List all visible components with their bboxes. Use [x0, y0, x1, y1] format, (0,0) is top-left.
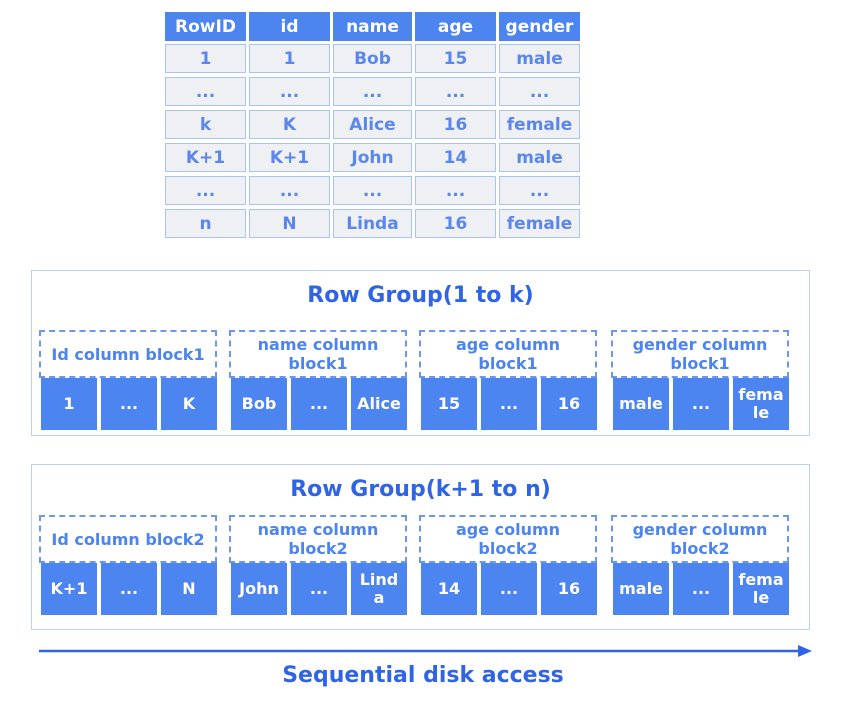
table-cell: 14: [415, 143, 496, 172]
column-block-cells: 1 ... K: [41, 378, 217, 430]
column-block-label: Id column block1: [39, 330, 217, 378]
column-block-age: age column block2 14 ... 16: [419, 515, 597, 615]
column-block-label: name column block2: [229, 515, 407, 563]
table-cell: ...: [415, 77, 496, 106]
column-block-name: name column block2 John ... Linda: [229, 515, 407, 615]
table-cell: Alice: [333, 110, 412, 139]
value-cell: ...: [481, 563, 537, 615]
row-group-title: Row Group(1 to k): [307, 283, 534, 308]
value-cell: N: [161, 563, 217, 615]
table-cell: 16: [415, 209, 496, 238]
value-cell: 15: [421, 378, 477, 430]
value-cell: ...: [291, 378, 347, 430]
table-cell: ...: [333, 77, 412, 106]
column-block-label: gender column block1: [611, 330, 789, 378]
value-cell: ...: [673, 563, 729, 615]
table-cell: n: [165, 209, 246, 238]
table-cell: Linda: [333, 209, 412, 238]
value-cell: ...: [101, 563, 157, 615]
table-cell: K+1: [249, 143, 330, 172]
table-cell: 1: [165, 44, 246, 73]
sequential-access-arrow: [39, 645, 812, 657]
value-cell: 1: [41, 378, 97, 430]
table-cell: ...: [165, 77, 246, 106]
header-id: id: [249, 12, 330, 41]
table-cell: ...: [415, 176, 496, 205]
table-cell: 15: [415, 44, 496, 73]
table-cell: male: [499, 143, 580, 172]
column-block-cells: Bob ... Alice: [231, 378, 407, 430]
table-cell: k: [165, 110, 246, 139]
value-cell: 16: [541, 563, 597, 615]
column-block-age: age column block1 15 ... 16: [419, 330, 597, 430]
table-cell: John: [333, 143, 412, 172]
column-block-label: Id column block2: [39, 515, 217, 563]
header-rowid: RowID: [165, 12, 246, 41]
header-name: name: [333, 12, 412, 41]
column-block-gender: gender column block1 male ... female: [611, 330, 789, 430]
table-cell: female: [499, 110, 580, 139]
column-block-name: name column block1 Bob ... Alice: [229, 330, 407, 430]
value-cell: female: [733, 563, 789, 615]
value-cell: ...: [481, 378, 537, 430]
value-cell: Alice: [351, 378, 407, 430]
column-block-gender: gender column block2 male ... female: [611, 515, 789, 615]
column-block-cells: male ... female: [613, 378, 789, 430]
table-cell: Bob: [333, 44, 412, 73]
value-cell: female: [733, 378, 789, 430]
column-block-cells: K+1 ... N: [41, 563, 217, 615]
column-block-label: age column block2: [419, 515, 597, 563]
value-cell: Linda: [351, 563, 407, 615]
value-cell: K: [161, 378, 217, 430]
table-cell: ...: [499, 77, 580, 106]
column-block-cells: John ... Linda: [231, 563, 407, 615]
column-block-id: Id column block2 K+1 ... N: [39, 515, 217, 615]
table-cell: male: [499, 44, 580, 73]
table-cell: K+1: [165, 143, 246, 172]
column-block-id: Id column block1 1 ... K: [39, 330, 217, 430]
header-age: age: [415, 12, 496, 41]
table-cell: N: [249, 209, 330, 238]
column-block-cells: male ... female: [613, 563, 789, 615]
table-cell: ...: [333, 176, 412, 205]
row-group-2: Row Group(k+1 to n) Id column block2 K+1…: [31, 464, 810, 630]
value-cell: 14: [421, 563, 477, 615]
table-cell: ...: [499, 176, 580, 205]
value-cell: ...: [101, 378, 157, 430]
table-cell: K: [249, 110, 330, 139]
table-cell: female: [499, 209, 580, 238]
column-block-label: gender column block2: [611, 515, 789, 563]
column-block-cells: 15 ... 16: [421, 378, 597, 430]
value-cell: John: [231, 563, 287, 615]
column-block-label: age column block1: [419, 330, 597, 378]
value-cell: 16: [541, 378, 597, 430]
row-group-1: Row Group(1 to k) Id column block1 1 ...…: [31, 270, 810, 436]
value-cell: Bob: [231, 378, 287, 430]
sequential-access-label: Sequential disk access: [282, 663, 564, 688]
table-cell: 16: [415, 110, 496, 139]
table-cell: ...: [249, 77, 330, 106]
value-cell: K+1: [41, 563, 97, 615]
column-block-label: name column block1: [229, 330, 407, 378]
header-gender: gender: [499, 12, 580, 41]
column-block-cells: 14 ... 16: [421, 563, 597, 615]
value-cell: male: [613, 563, 669, 615]
value-cell: ...: [291, 563, 347, 615]
arrow-head-icon: [798, 645, 812, 657]
value-cell: male: [613, 378, 669, 430]
row-group-title: Row Group(k+1 to n): [290, 477, 551, 502]
table-cell: 1: [249, 44, 330, 73]
table-cell: ...: [249, 176, 330, 205]
value-cell: ...: [673, 378, 729, 430]
table-cell: ...: [165, 176, 246, 205]
